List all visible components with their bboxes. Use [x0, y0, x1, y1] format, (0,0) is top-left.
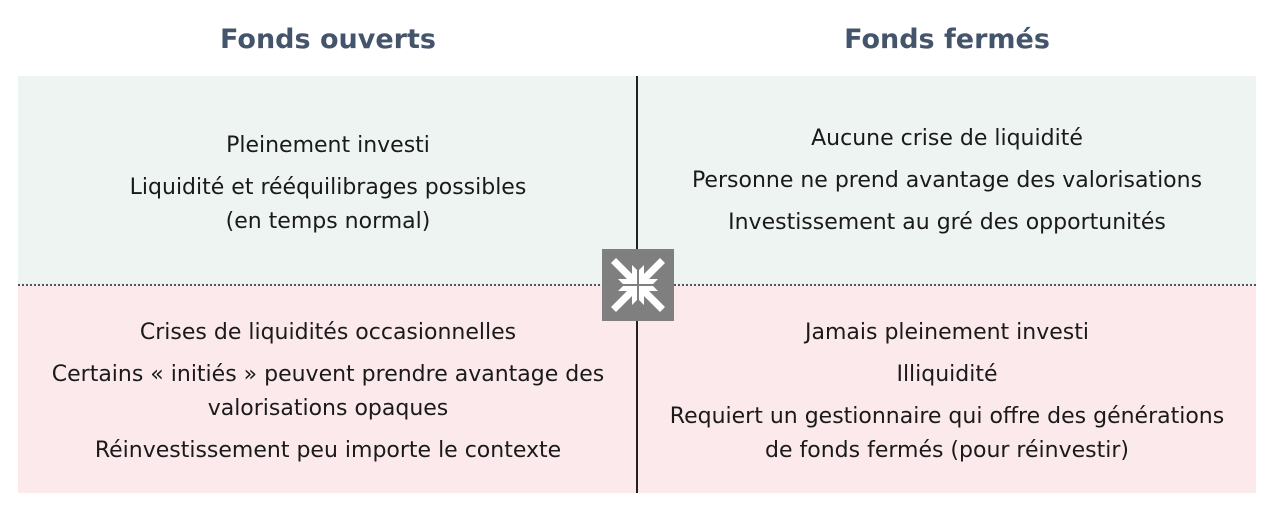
- quadrant-line: Illiquidité: [896, 362, 998, 387]
- quadrant-line: Requiert un gestionnaire qui offre des g…: [669, 404, 1225, 463]
- quadrant-line: Aucune crise de liquidité: [811, 125, 1083, 151]
- quadrant-open-funds-advantages: Pleinement investi Liquidité et rééquili…: [18, 76, 638, 285]
- quadrant-line: Personne ne prend avantage des valorisat…: [691, 167, 1203, 193]
- quadrant-line: Liquidité et rééquilibrages possibles(en…: [129, 174, 527, 234]
- quadrant-line: Certains « initiés » peuvent prendre ava…: [51, 362, 605, 421]
- quadrant-line: Pleinement investi: [226, 132, 430, 158]
- arrows-compress-icon-glyph: [611, 258, 665, 312]
- quadrant-closed-funds-advantages: Aucune crise de liquidité Personne ne pr…: [638, 76, 1256, 285]
- quadrant-line: Investissement au gré des opportunités: [728, 209, 1166, 235]
- quadrant-open-funds-drawbacks: Crises de liquidités occasionnelles Cert…: [18, 285, 638, 493]
- arrows-compress-icon: [602, 249, 674, 321]
- quadrant-line: Crises de liquidités occasionnelles: [139, 320, 517, 345]
- column-title-open-funds: Fonds ouverts: [220, 24, 436, 55]
- arrows-compress-icon-background: [602, 249, 674, 321]
- quadrant-closed-funds-drawbacks: Jamais pleinement investi Illiquidité Re…: [638, 285, 1256, 493]
- quadrant-line: Réinvestissement peu importe le contexte: [94, 438, 562, 463]
- column-title-closed-funds: Fonds fermés: [844, 24, 1050, 55]
- quadrant-line: Jamais pleinement investi: [805, 320, 1089, 345]
